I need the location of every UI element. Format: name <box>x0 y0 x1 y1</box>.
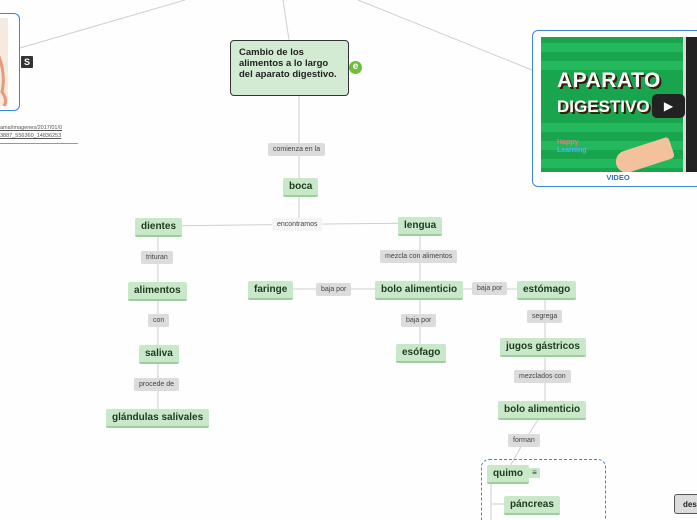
video-thumbnail[interactable]: APARATO DIGESTIVO Happy Learning ▶ <box>541 37 697 172</box>
node-estomago[interactable]: estómago <box>517 281 577 300</box>
happy-learning-logo: Happy Learning <box>557 139 587 154</box>
main-topic[interactable]: Cambio de los alimentos a lo largo del a… <box>230 40 349 96</box>
node-bolo-alimenticio[interactable]: bolo alimenticio <box>375 281 464 300</box>
corner-button[interactable]: des <box>674 494 697 514</box>
node-jugos-gastricos[interactable]: jugos gástricos <box>500 338 586 357</box>
body-illustration-icon <box>0 18 8 107</box>
node-glandulas[interactable]: glándulas salivales <box>106 409 210 428</box>
node-bolo-alimenticio-2[interactable]: bolo alimenticio <box>498 401 587 420</box>
link-mezclados[interactable]: mezclados con <box>514 370 571 383</box>
video-label[interactable]: VIDEO <box>606 173 630 182</box>
image-source-link[interactable]: ama/imagenes/2017/01/0 3887_556360_14836… <box>0 125 78 144</box>
node-dientes[interactable]: dientes <box>135 218 183 237</box>
link-comienza[interactable]: comienza en la <box>268 143 326 156</box>
node-esofago[interactable]: esófago <box>396 344 447 363</box>
scribd-icon[interactable]: S <box>21 56 33 68</box>
link-trituran[interactable]: trituran <box>141 251 173 264</box>
node-saliva[interactable]: saliva <box>139 345 179 364</box>
notes-icon[interactable]: ≡ <box>529 468 540 478</box>
evernote-icon[interactable]: e <box>349 61 362 74</box>
link-encontramos[interactable]: encontramos <box>272 218 323 231</box>
node-faringe[interactable]: faringe <box>248 281 294 300</box>
node-pancreas[interactable]: páncreas <box>504 496 560 515</box>
link-baja-esofago[interactable]: baja por <box>401 314 437 327</box>
node-lengua[interactable]: lengua <box>398 217 443 236</box>
video-title-line2: DIGESTIVO <box>557 97 650 116</box>
link-baja-estomago[interactable]: baja por <box>472 282 508 295</box>
node-quimo[interactable]: quimo <box>487 465 529 484</box>
play-icon[interactable]: ▶ <box>652 94 685 118</box>
image-card[interactable] <box>0 13 20 111</box>
node-boca[interactable]: boca <box>283 178 319 197</box>
link-mezcla[interactable]: mezcla con alimentos <box>380 250 458 263</box>
video-card[interactable]: APARATO DIGESTIVO Happy Learning ▶ VIDEO <box>532 30 697 187</box>
body-figure-icon <box>683 37 697 172</box>
link-forman[interactable]: forman <box>508 434 540 447</box>
link-con[interactable]: con <box>148 314 170 327</box>
quimo-group <box>481 459 606 520</box>
link-procede[interactable]: procede de <box>134 378 180 391</box>
video-title-line1: APARATO <box>557 69 661 92</box>
link-baja-faringe[interactable]: baja por <box>316 283 352 296</box>
link-segrega[interactable]: segrega <box>527 310 563 323</box>
node-alimentos[interactable]: alimentos <box>128 282 187 301</box>
